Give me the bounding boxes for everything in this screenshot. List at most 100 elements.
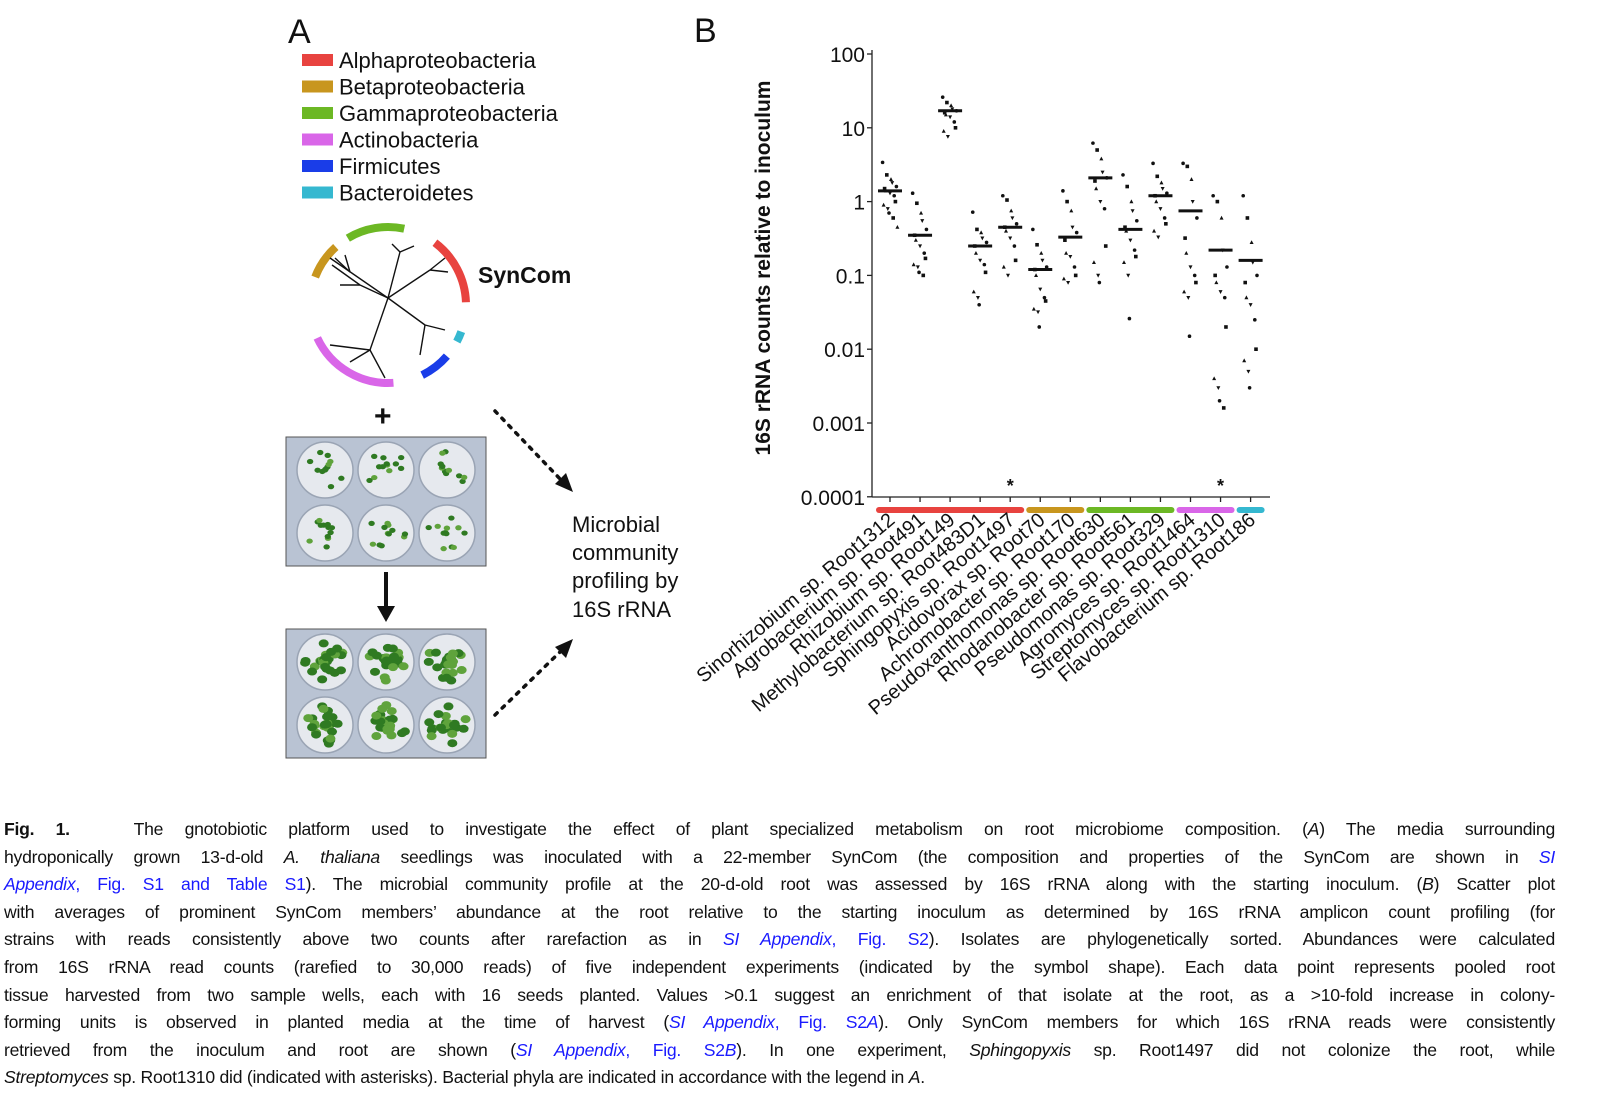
data-point	[885, 173, 889, 177]
si-appendix-link[interactable]: SI Appendix	[668, 1012, 775, 1033]
data-point	[921, 273, 926, 278]
data-point	[1061, 189, 1065, 193]
data-point	[1221, 406, 1226, 410]
data-point	[1218, 290, 1223, 294]
data-point	[1036, 310, 1041, 315]
data-point	[948, 115, 953, 120]
data-point	[945, 100, 949, 105]
data-point	[1093, 179, 1097, 183]
caption-text: A. thaliana	[283, 846, 381, 867]
si-appendix-link[interactable]: Appendix	[4, 874, 76, 895]
data-point	[1098, 200, 1103, 204]
data-point	[949, 103, 954, 108]
si-appendix-link[interactable]: SI Appendix	[723, 929, 832, 950]
data-point	[1211, 193, 1215, 198]
caption-text: tissue harvested from two sample wells, …	[4, 984, 1555, 1005]
data-point	[975, 227, 979, 232]
data-point	[1126, 273, 1131, 278]
data-point	[920, 219, 925, 223]
data-point	[890, 181, 895, 185]
data-point	[880, 160, 885, 165]
caption-text: sp. Root1310 did (indicated with asteris…	[108, 1067, 909, 1088]
si-appendix-link[interactable]: A	[866, 1012, 879, 1033]
data-point	[1186, 296, 1191, 300]
data-point	[893, 199, 898, 204]
data-point	[1073, 273, 1078, 278]
legend-label: Actinobacteria	[339, 128, 479, 153]
si-appendix-link[interactable]: SI Appendix	[515, 1039, 626, 1060]
si-appendix-link[interactable]: , Fig. S1 and Table S1	[75, 874, 306, 895]
phylum-legend: AlphaproteobacteriaBetaproteobacteriaGam…	[302, 48, 559, 206]
legend-swatch	[302, 186, 333, 199]
data-point	[1044, 265, 1049, 269]
legend-swatch	[302, 160, 333, 172]
y-tick-label: 1	[853, 192, 865, 215]
data-point	[1063, 238, 1067, 242]
si-appendix-link[interactable]: , Fig. S2	[831, 929, 929, 950]
data-point	[1095, 148, 1099, 152]
data-point	[942, 110, 947, 115]
caption-line: from 16S rRNA read counts (rarefied to 3…	[4, 954, 1555, 982]
data-point	[1134, 254, 1138, 259]
si-appendix-link[interactable]: , Fig. S2	[774, 1012, 867, 1033]
data-point	[978, 258, 983, 263]
data-point	[1037, 325, 1042, 329]
data-point	[1160, 187, 1165, 191]
si-appendix-link[interactable]: SI	[1538, 846, 1555, 867]
data-point	[1164, 222, 1168, 226]
data-point	[918, 244, 923, 249]
data-point	[1130, 209, 1135, 214]
down-arrow-icon	[377, 572, 395, 622]
data-point	[975, 296, 980, 300]
data-point	[881, 202, 886, 207]
data-point	[1216, 386, 1221, 390]
profiling-line: 16S rRNA	[572, 597, 671, 622]
data-point	[1194, 280, 1198, 285]
y-tick-label: 0.0001	[801, 487, 865, 510]
data-point	[1152, 228, 1157, 233]
legend-swatch	[302, 54, 333, 66]
caption-line: with averages of prominent SynCom member…	[4, 899, 1555, 927]
caption-text: strains with reads consistently above tw…	[4, 929, 724, 950]
phylogenetic-tree	[311, 223, 470, 387]
data-point	[1185, 164, 1190, 169]
data-point	[1249, 240, 1254, 244]
data-point	[1038, 287, 1043, 292]
data-point	[1006, 273, 1010, 278]
data-point	[1135, 218, 1139, 223]
data-point	[894, 184, 899, 189]
data-point	[895, 224, 900, 229]
data-point	[1040, 258, 1045, 263]
plus-sign: +	[374, 400, 392, 433]
data-point	[1005, 198, 1009, 202]
asterisk-marker: *	[1007, 476, 1014, 496]
data-point	[1183, 236, 1187, 240]
caption-line: Streptomyces sp. Root1310 did (indicated…	[4, 1064, 1555, 1092]
phylum-arc	[313, 336, 394, 387]
data-point	[1217, 398, 1222, 403]
caption-text: sp. Root1497 did not colonize the root, …	[1070, 1039, 1556, 1060]
data-point	[888, 191, 892, 196]
si-appendix-link[interactable]: , Fig. S2	[625, 1039, 725, 1060]
data-point	[1094, 186, 1099, 191]
data-point	[887, 211, 891, 215]
data-point	[923, 256, 928, 261]
si-appendix-link[interactable]: B	[724, 1039, 737, 1060]
data-point	[1091, 260, 1096, 265]
data-point	[1159, 180, 1164, 185]
caption-text: ) The media surrounding	[1319, 819, 1556, 839]
data-point	[971, 289, 976, 294]
data-point	[913, 237, 918, 242]
data-point	[1248, 303, 1253, 307]
data-point	[919, 210, 924, 215]
caption-text: with averages of prominent SynCom member…	[4, 901, 1555, 922]
data-point	[1224, 325, 1228, 329]
legend-swatch	[302, 133, 333, 146]
legend-label: Gammaproteobacteria	[339, 101, 559, 126]
data-point	[1254, 347, 1258, 351]
legend-label: Firmicutes	[339, 154, 440, 179]
data-point	[1129, 199, 1134, 204]
caption-line: tissue harvested from two sample wells, …	[4, 982, 1555, 1010]
data-point	[1246, 369, 1251, 374]
data-point	[983, 270, 988, 275]
